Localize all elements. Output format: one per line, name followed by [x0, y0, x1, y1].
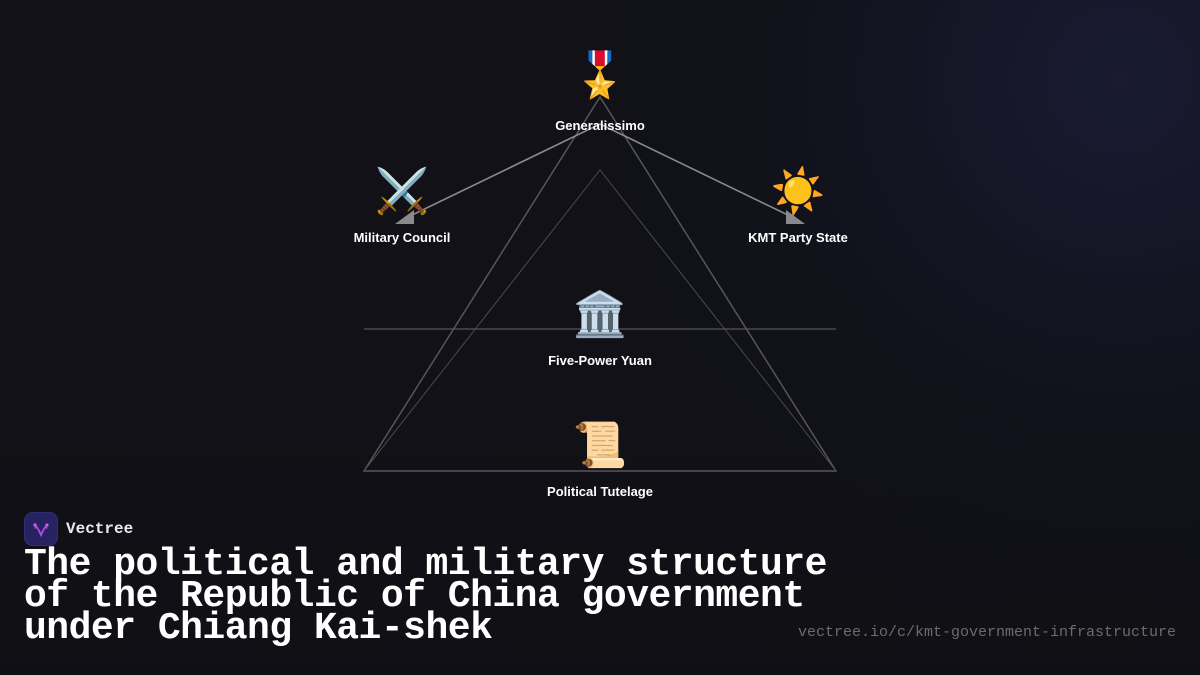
military-medal-icon: 🎖️: [572, 50, 628, 101]
source-url[interactable]: vectree.io/c/kmt-government-infrastructu…: [797, 624, 1176, 641]
vectree-logo-icon: [24, 512, 58, 546]
scroll-icon: 📜: [572, 420, 628, 471]
node-political-tutelage[interactable]: 📜 Political Tutelage: [547, 420, 653, 499]
arrowhead-military-council: [395, 210, 414, 224]
crossed-swords-icon: ⚔️: [374, 166, 430, 217]
classical-building-icon: 🏛️: [572, 289, 628, 340]
edge-generalissimo-military-council: [407, 123, 601, 218]
node-label: Political Tutelage: [547, 484, 653, 499]
node-five-power-yuan[interactable]: 🏛️ Five-Power Yuan: [548, 289, 652, 368]
node-label: KMT Party State: [748, 230, 848, 245]
node-kmt-party-state[interactable]: ☀️ KMT Party State: [748, 166, 848, 245]
node-label: Five-Power Yuan: [548, 353, 652, 368]
outer-pyramid: [362, 95, 838, 472]
node-generalissimo[interactable]: 🎖️ Generalissimo: [555, 50, 645, 133]
brand[interactable]: Vectree: [24, 512, 133, 546]
node-label: Generalissimo: [555, 118, 645, 133]
edge-generalissimo-kmt-party-state: [599, 123, 793, 218]
sun-icon: ☀️: [770, 166, 826, 217]
brand-name: Vectree: [66, 520, 134, 538]
page-title: The political and military structure of …: [24, 543, 827, 650]
inner-pyramid: [363, 169, 837, 472]
node-military-council[interactable]: ⚔️ Military Council: [354, 166, 451, 245]
node-label: Military Council: [353, 230, 451, 245]
arrowhead-kmt-party-state: [786, 210, 805, 224]
